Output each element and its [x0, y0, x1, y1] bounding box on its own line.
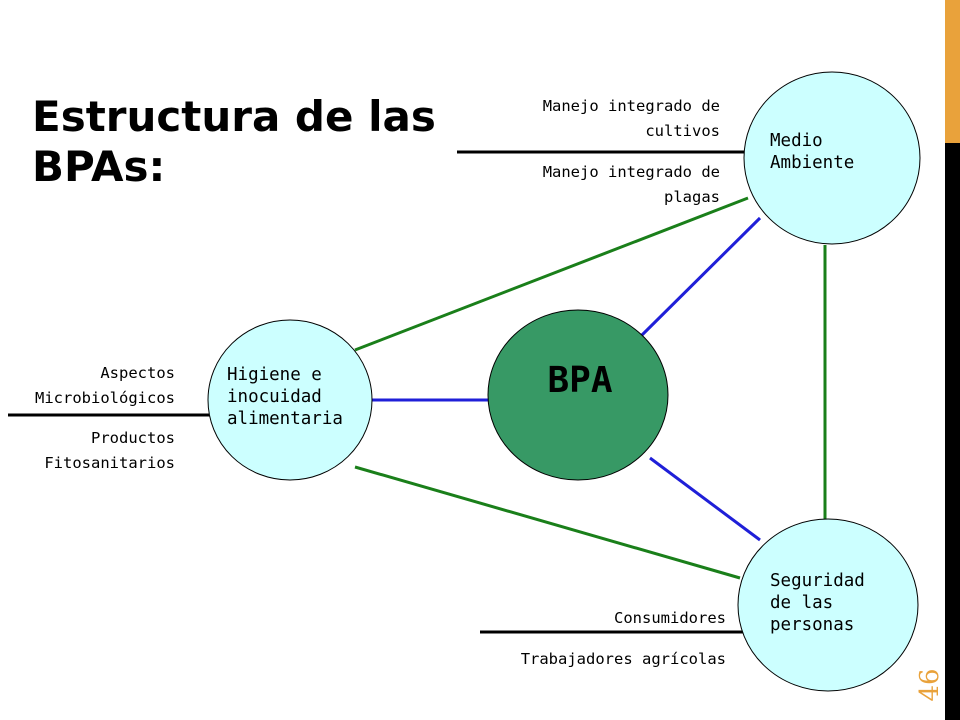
medio-ambiente-label-line1: Medio	[770, 131, 823, 151]
annotation-higiene-above-line2: Microbiológicos	[35, 389, 175, 407]
accent-bar	[945, 0, 960, 143]
annotation-medio-above: Manejo integrado de cultivos	[470, 94, 720, 144]
annotation-medio-below-line1: Manejo integrado de	[542, 163, 720, 181]
annotation-medio-above-line1: Manejo integrado de	[542, 97, 720, 115]
node-medio-ambiente	[743, 71, 921, 245]
higiene-label-line1: Higiene e	[227, 365, 322, 385]
annotation-seguridad-above: Consumidores	[614, 609, 726, 627]
annotation-seguridad-below: Trabajadores agrícolas	[520, 650, 726, 668]
edge-higiene-medio	[354, 196, 749, 352]
annotation-medio-below-line2: plagas	[664, 188, 720, 206]
annotation-medio-above-line2: cultivos	[645, 122, 720, 140]
higiene-label-line3: alimentaria	[227, 409, 343, 429]
bpa-label: BPA	[547, 360, 613, 401]
higiene-label-line2: inocuidad	[227, 387, 322, 407]
annotation-higiene-below-line2: Fitosanitarios	[44, 454, 175, 472]
node-higiene	[207, 319, 373, 481]
side-bar	[945, 143, 960, 720]
annotation-higiene-above: Aspectos Microbiológicos	[0, 361, 175, 411]
spoke-bpa-medio	[640, 216, 762, 337]
annotation-higiene-above-line1: Aspectos	[100, 364, 175, 382]
page-number: 46	[915, 668, 945, 702]
annotation-medio-below: Manejo integrado de plagas	[470, 160, 720, 210]
medio-ambiente-label-line2: Ambiente	[770, 153, 855, 173]
edge-higiene-seguridad	[354, 465, 741, 580]
slide-title: Estructura de las BPAs:	[32, 92, 436, 191]
spoke-bpa-seguridad	[649, 456, 761, 542]
medio-ambiente-label: Medio Ambiente	[770, 130, 854, 174]
seguridad-label-line1: Seguridad	[770, 571, 865, 591]
annotation-higiene-below-line1: Productos	[91, 429, 175, 447]
annotation-higiene-below: Productos Fitosanitarios	[0, 426, 175, 476]
node-seguridad	[737, 518, 919, 692]
seguridad-label-line3: personas	[770, 615, 855, 635]
seguridad-label-line2: de las	[770, 593, 834, 613]
higiene-label: Higiene e inocuidad alimentaria	[227, 364, 343, 430]
seguridad-label: Seguridad de las personas	[770, 570, 865, 636]
node-bpa	[487, 309, 669, 481]
